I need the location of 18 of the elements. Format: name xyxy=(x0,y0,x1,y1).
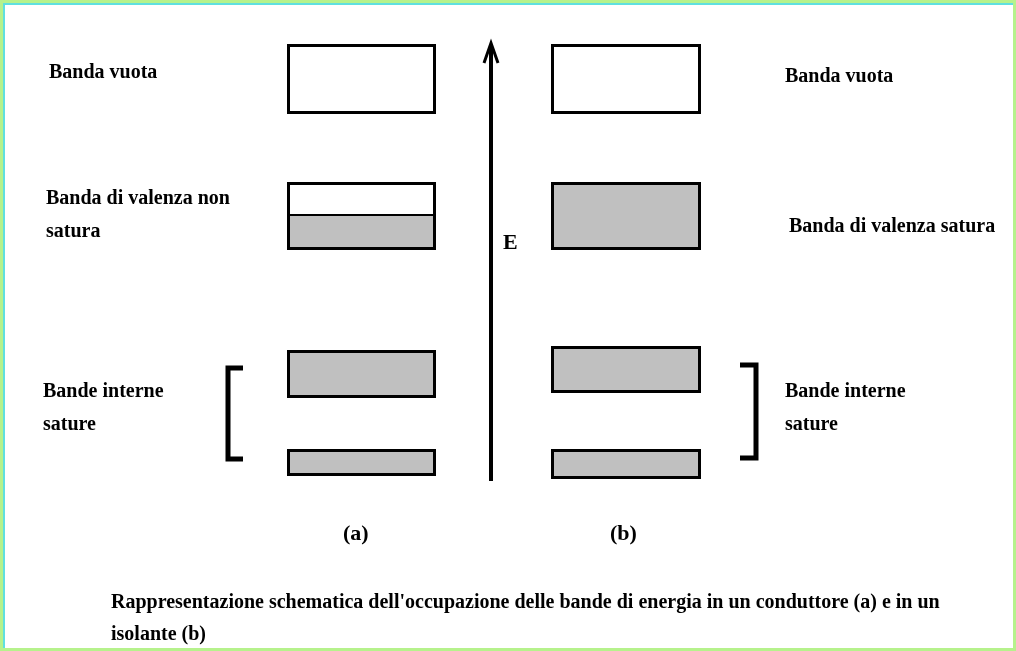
energy-band xyxy=(287,44,436,114)
energy-band xyxy=(287,182,436,250)
energy-band xyxy=(551,44,701,114)
band-label: (a) xyxy=(343,519,370,547)
band-label: Banda di valenza satura xyxy=(789,213,997,238)
band-label: Banda vuota xyxy=(49,59,159,84)
band-label: E xyxy=(503,228,519,256)
band-label: Banda di valenza non satura xyxy=(46,185,231,243)
band-label: Bande interne sature xyxy=(785,378,907,436)
energy-band xyxy=(551,449,701,479)
band-label: Banda vuota xyxy=(785,63,895,88)
energy-band xyxy=(287,449,436,476)
energy-band xyxy=(551,346,701,393)
band-label: Bande interne sature xyxy=(43,378,165,436)
energy-band xyxy=(287,350,436,398)
caption: Rappresentazione schematica dell'occupazione delle bande di energia in un conduttore (a) e in un isolante (b) xyxy=(111,589,941,647)
energy-band xyxy=(551,182,701,250)
band-label: (b) xyxy=(610,519,638,547)
